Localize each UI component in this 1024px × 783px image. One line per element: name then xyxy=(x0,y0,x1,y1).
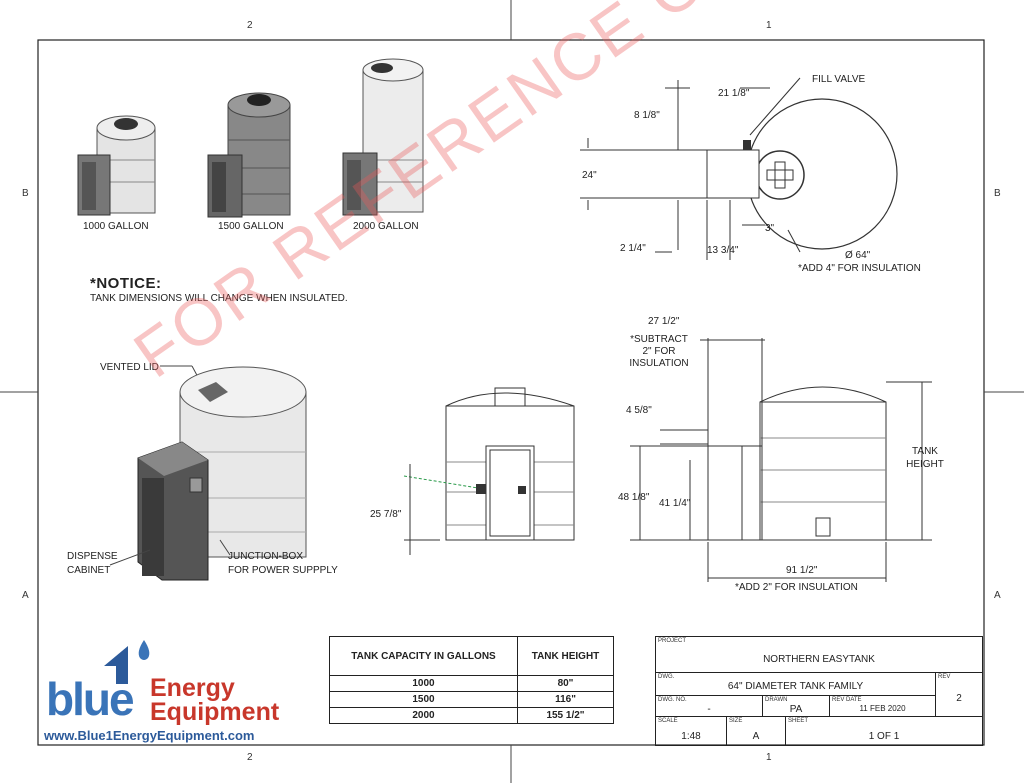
side-dim-48: 48 1/8" xyxy=(618,492,650,503)
logo-mark xyxy=(104,640,150,684)
side-dim-91: 91 1/2" xyxy=(786,565,818,576)
zone-bottom-right: 1 xyxy=(766,752,772,763)
height-cell: 155 1/2" xyxy=(517,707,614,724)
zone-left-lower: A xyxy=(22,590,29,601)
table-row: 1000 80" xyxy=(329,675,614,692)
subtract-note-1: *SUBTRACT xyxy=(630,334,688,345)
front-view-drawing xyxy=(403,387,575,555)
height-cell: 80" xyxy=(517,675,614,692)
diameter-insulation-note: *ADD 4" FOR INSULATION xyxy=(798,263,921,274)
dispense-cabinet-label-1: DISPENSE xyxy=(67,551,118,562)
tank-1500-rendering xyxy=(207,92,291,218)
top-dim-2: 2 1/4" xyxy=(620,243,646,254)
height-header: TANK HEIGHT xyxy=(517,636,614,676)
capacity-cell: 1000 xyxy=(329,675,518,692)
scale-cell: SCALE 1:48 xyxy=(655,716,727,746)
zone-top-left: 2 xyxy=(247,20,253,31)
notice-title: *NOTICE: xyxy=(90,275,162,292)
subtract-note-3: INSULATION xyxy=(629,358,689,369)
tank-family-renderings xyxy=(77,58,424,218)
tank-2000-label: 2000 GALLON xyxy=(353,221,419,232)
tank-1000-label: 1000 GALLON xyxy=(83,221,149,232)
diameter-label: Ø 64" xyxy=(845,250,871,261)
front-dim-25: 25 7/8" xyxy=(370,509,402,520)
tank-2000-rendering xyxy=(342,58,424,216)
zone-left-upper: B xyxy=(22,188,29,199)
zone-top-right: 1 xyxy=(766,20,772,31)
zone-right-lower: A xyxy=(994,590,1001,601)
junction-box-label-2: FOR POWER SUPPPLY xyxy=(228,565,338,576)
table-row: 2000 155 1/2" xyxy=(329,707,614,724)
rev-date-cell: REV DATE 11 FEB 2020 xyxy=(829,695,936,717)
top-dim-8: 8 1/8" xyxy=(634,110,660,121)
side-dim-27: 27 1/2" xyxy=(648,316,680,327)
tank-1500-label: 1500 GALLON xyxy=(218,221,284,232)
capacity-cell: 1500 xyxy=(329,691,518,708)
tank-height-label-2: HEIGHT xyxy=(906,459,944,470)
vented-lid-label: VENTED LID xyxy=(100,362,159,373)
side-dim-41: 41 1/4" xyxy=(659,498,691,509)
capacity-cell: 2000 xyxy=(329,707,518,724)
top-dim-13: 13 3/4" xyxy=(707,245,739,256)
subtract-note-2: 2" FOR xyxy=(642,346,676,357)
dispense-cabinet-label-2: CABINET xyxy=(67,565,111,576)
side-dim-4: 4 5/8" xyxy=(626,405,652,416)
dwg-no-cell: DWG. NO. - xyxy=(655,695,763,717)
top-dim-21: 21 1/8" xyxy=(718,88,750,99)
logo-blue-text: blue xyxy=(46,673,135,725)
large-tank-rendering xyxy=(109,365,307,581)
zone-bottom-left: 2 xyxy=(247,752,253,763)
top-dim-3: 3" xyxy=(765,223,775,234)
capacity-table: TANK CAPACITY IN GALLONS TANK HEIGHT 100… xyxy=(329,636,614,724)
size-cell: SIZE A xyxy=(726,716,786,746)
table-row: 1500 116" xyxy=(329,691,614,708)
logo-url: www.Blue1EnergyEquipment.com xyxy=(44,728,255,743)
top-dim-24: 24" xyxy=(582,170,597,181)
top-view-drawing xyxy=(580,77,898,260)
project-cell: PROJECT NORTHERN EASYTANK xyxy=(655,636,983,673)
notice-text: TANK DIMENSIONS WILL CHANGE WHEN INSULAT… xyxy=(90,293,348,304)
drawn-cell: DRAWN PA xyxy=(762,695,830,717)
dwg-cell: DWG. 64" DIAMETER TANK FAMILY xyxy=(655,672,936,696)
capacity-header: TANK CAPACITY IN GALLONS xyxy=(329,636,518,676)
side-insulation-note: *ADD 2" FOR INSULATION xyxy=(735,582,858,593)
rev-cell: REV 2 xyxy=(935,672,983,717)
fill-valve-label: FILL VALVE xyxy=(812,74,866,85)
sheet-cell: SHEET 1 OF 1 xyxy=(785,716,983,746)
junction-box-label-1: JUNCTION-BOX xyxy=(228,551,303,562)
tank-height-label-1: TANK xyxy=(912,446,938,457)
side-view-drawing xyxy=(630,338,932,582)
tank-1000-rendering xyxy=(77,115,156,216)
height-cell: 116" xyxy=(517,691,614,708)
logo-energy-text: Energy Equipment xyxy=(150,674,280,726)
zone-right-upper: B xyxy=(994,188,1001,199)
